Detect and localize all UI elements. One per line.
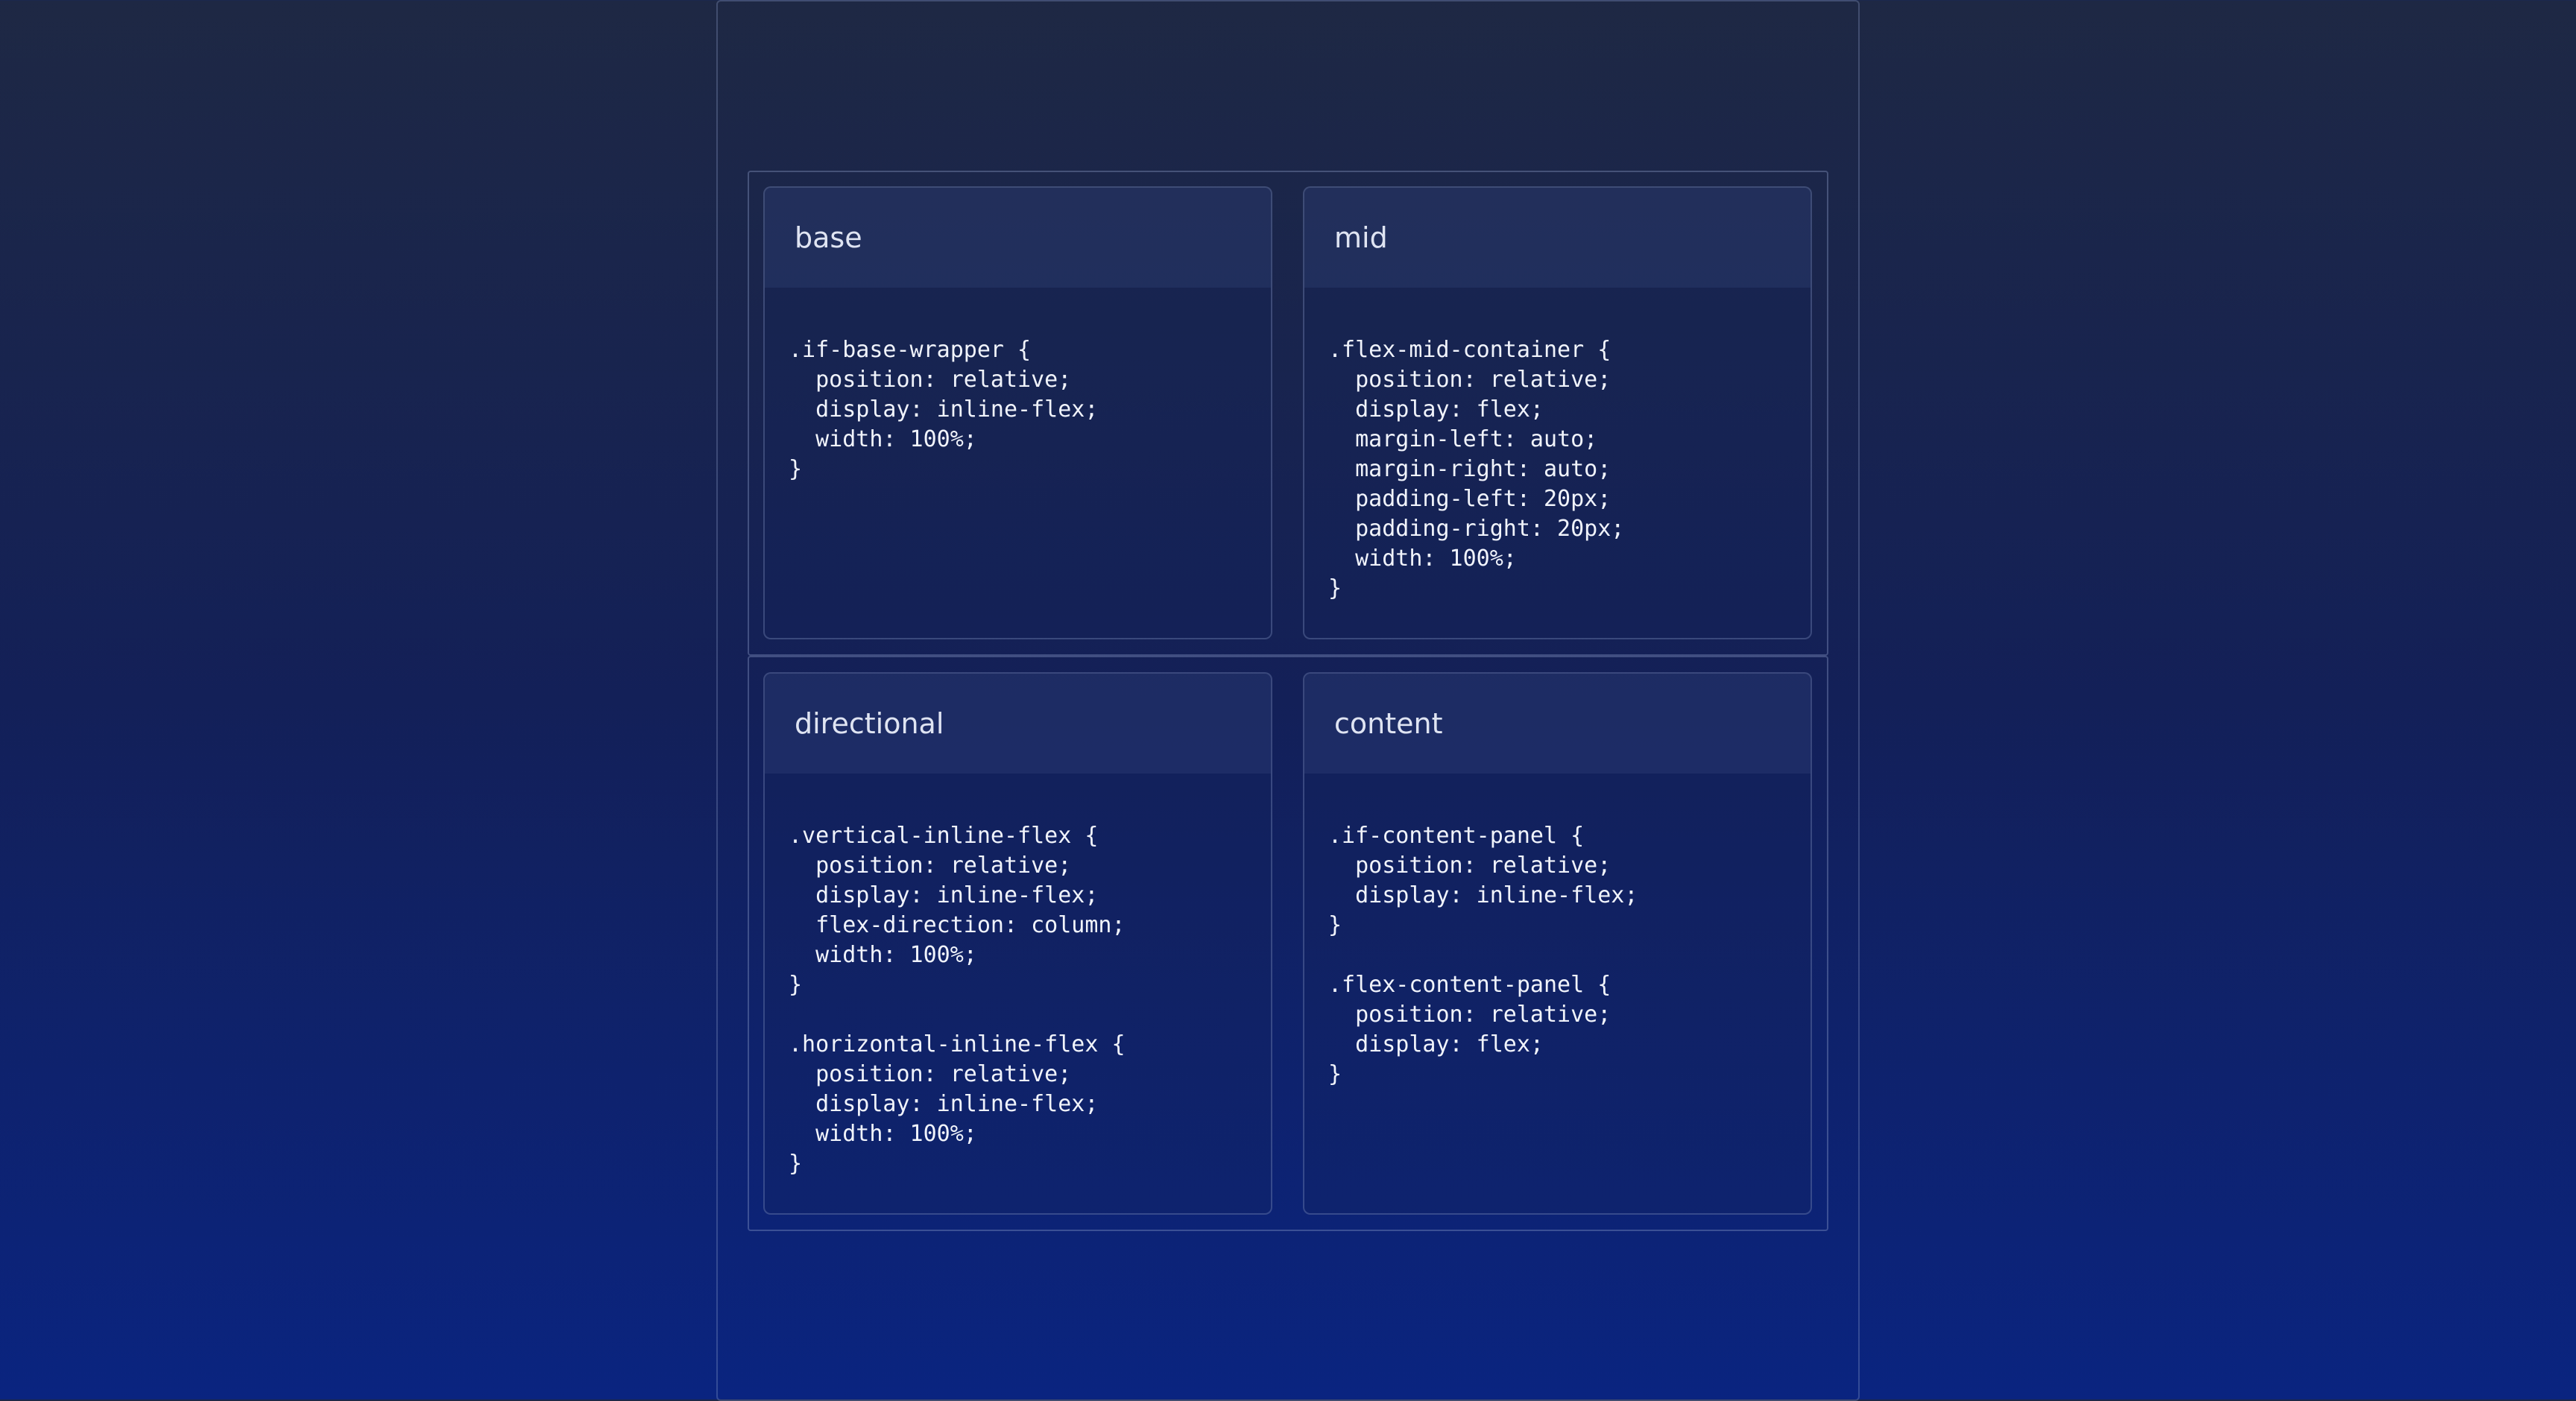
card-mid: mid .flex-mid-container { position: rela…	[1303, 186, 1812, 639]
card-header: base	[765, 188, 1271, 288]
card-header: content	[1304, 674, 1811, 774]
grid-row-top	[748, 171, 1828, 656]
card-header: mid	[1304, 188, 1811, 288]
card-title: mid	[1334, 221, 1388, 254]
code-block: .if-base-wrapper { position: relative; d…	[789, 337, 1099, 482]
card-title: base	[795, 221, 862, 254]
card-content: content .if-content-panel { position: re…	[1303, 672, 1812, 1215]
card-base: base .if-base-wrapper { position: relati…	[763, 186, 1272, 639]
card-title: content	[1334, 707, 1443, 740]
card-directional: directional .vertical-inline-flex { posi…	[763, 672, 1272, 1215]
card-title: directional	[795, 707, 944, 740]
code-block: .if-content-panel { position: relative; …	[1328, 823, 1638, 1087]
card-header: directional	[765, 674, 1271, 774]
grid-row-bottom	[748, 656, 1828, 1231]
code-block: .vertical-inline-flex { position: relati…	[789, 823, 1126, 1177]
code-block: .flex-mid-container { position: relative…	[1328, 337, 1625, 601]
